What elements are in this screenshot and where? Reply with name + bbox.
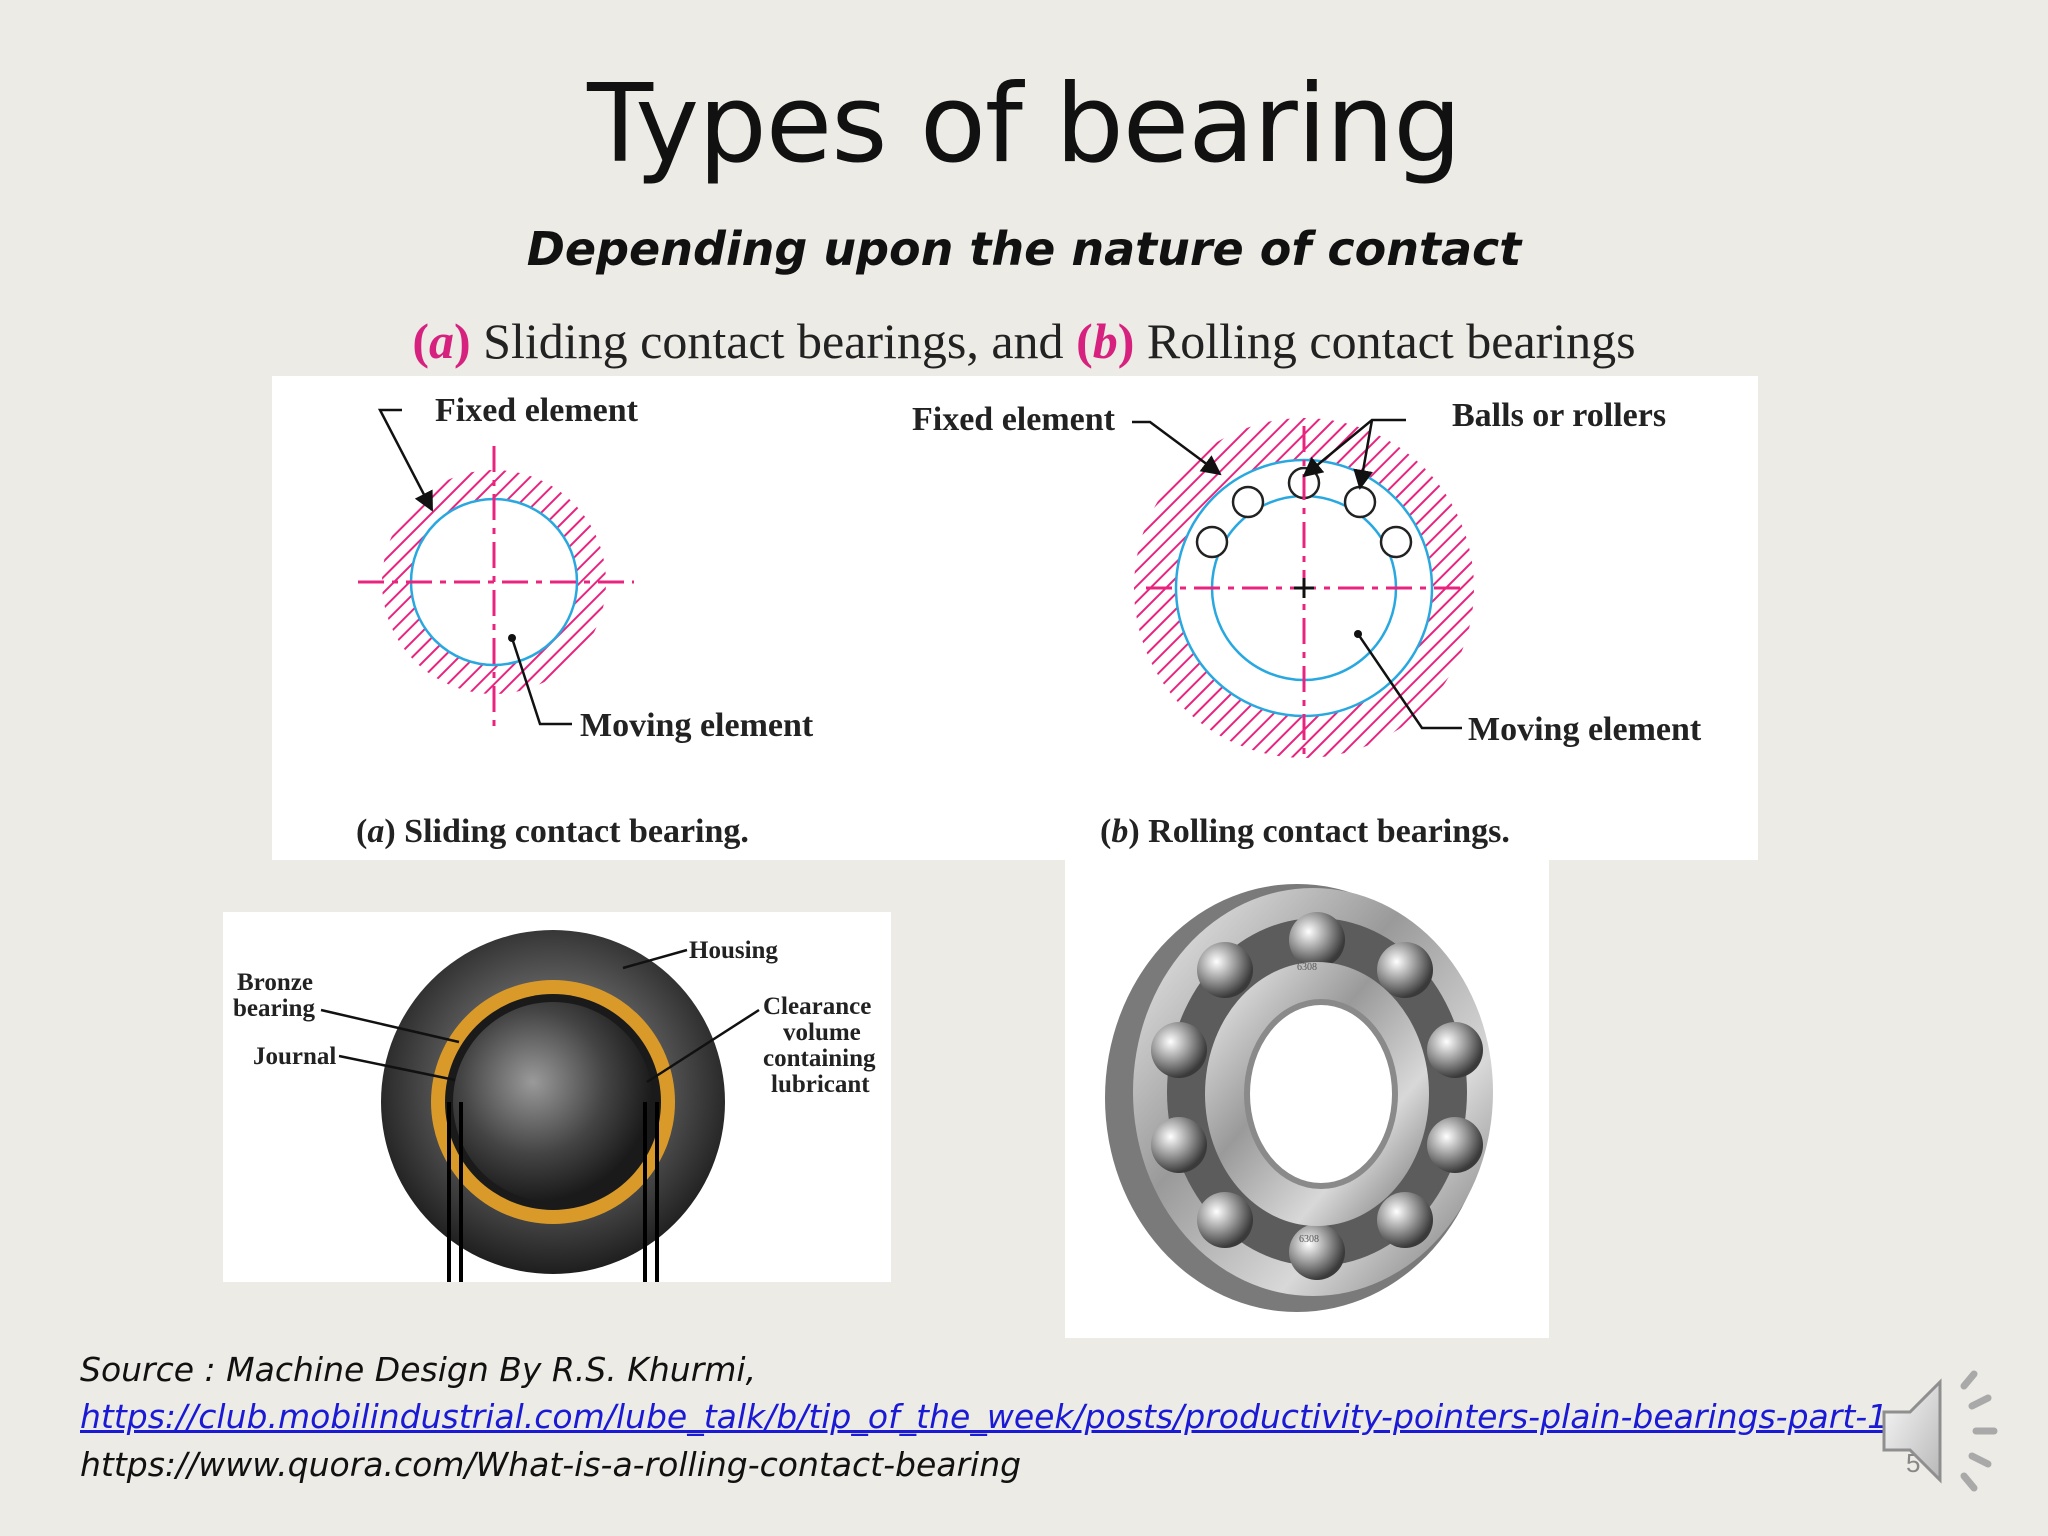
bearing-diagram-panel: Fixed element Moving element (a) Sliding… (272, 376, 1758, 860)
bearing-ball (1289, 912, 1345, 968)
type-b-text: Rolling contact bearings (1134, 313, 1636, 369)
clearance-label-line4: lubricant (771, 1071, 870, 1098)
source-reference: Source : Machine Design By R.S. Khurmi, (80, 1350, 757, 1389)
bronze-label-line1: Bronze (237, 969, 313, 996)
journal-bearing-image: Housing Bronze bearing Journal Clearance… (223, 912, 891, 1282)
journal-label: Journal (253, 1043, 336, 1070)
bearing-types-line: (a) Sliding contact bearings, and (b) Ro… (0, 312, 2048, 370)
bearing-ball (1151, 1117, 1207, 1173)
ball-3 (1343, 485, 1377, 519)
rolling-bearing-figure: Fixed element Balls or rollers Moving el… (912, 397, 1702, 850)
sliding-fixed-label: Fixed element (435, 392, 639, 429)
bearing-ball (1427, 1117, 1483, 1173)
type-a-text: Sliding contact bearings, and (470, 313, 1077, 369)
journal-shaft (453, 1002, 653, 1202)
clearance-label-line1: Clearance (763, 993, 871, 1020)
speaker-icon[interactable] (1876, 1366, 2006, 1501)
source-quora: https://www.quora.com/What-is-a-rolling-… (80, 1445, 1022, 1484)
page-subtitle: Depending upon the nature of contact (526, 222, 1522, 276)
ball-bearing-image: 6308 6308 (1065, 860, 1549, 1338)
ball-4 (1195, 525, 1229, 559)
bearing-ball (1289, 1224, 1345, 1280)
bearing-ball (1151, 1022, 1207, 1078)
page-title: Types of bearing (587, 62, 1462, 187)
journal-bearing-illustration: Housing Bronze bearing Journal Clearance… (233, 930, 876, 1282)
ball-bearing-illustration: 6308 6308 (1105, 884, 1493, 1312)
bearing-balls (1151, 912, 1483, 1280)
bearing-ball (1377, 1192, 1433, 1248)
rolling-caption: (b) Rolling contact bearings. (1100, 813, 1510, 850)
type-b-marker: (b) (1076, 313, 1135, 369)
bronze-label-line2: bearing (233, 995, 315, 1022)
source-link[interactable]: https://club.mobilindustrial.com/lube_ta… (80, 1397, 1889, 1436)
sliding-bearing-figure: Fixed element Moving element (a) Sliding… (356, 392, 814, 850)
clearance-label-line2: volume (783, 1019, 861, 1046)
bearing-diagram: Fixed element Moving element (a) Sliding… (356, 392, 1702, 850)
bearing-ball (1427, 1022, 1483, 1078)
ball-5 (1379, 525, 1413, 559)
ball-2 (1231, 485, 1265, 519)
part-number-lower: 6308 (1299, 1234, 1319, 1245)
sliding-moving-label: Moving element (580, 707, 814, 744)
rolling-moving-label: Moving element (1468, 711, 1702, 748)
part-number-upper: 6308 (1297, 962, 1317, 973)
clearance-label-line3: containing (763, 1045, 876, 1072)
type-a-marker: (a) (412, 313, 471, 369)
housing-label: Housing (689, 937, 778, 964)
sliding-caption: (a) Sliding contact bearing. (356, 813, 749, 850)
bearing-ball (1377, 942, 1433, 998)
bearing-ball (1197, 1192, 1253, 1248)
rolling-balls-label: Balls or rollers (1452, 397, 1666, 434)
bore (1244, 999, 1398, 1189)
rolling-fixed-label: Fixed element (912, 401, 1116, 438)
speaker-icon-graphic (1882, 1370, 1998, 1492)
bearing-ball (1197, 942, 1253, 998)
